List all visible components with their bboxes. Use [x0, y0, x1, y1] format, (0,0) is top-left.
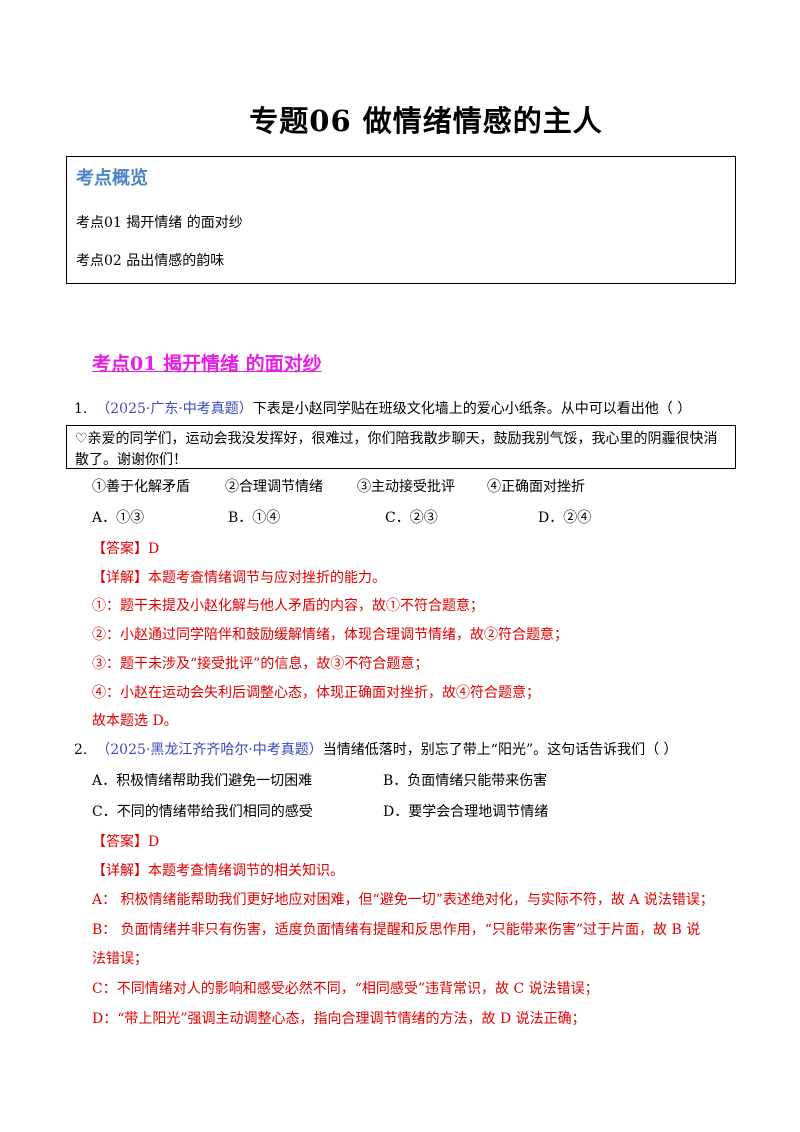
question-number: 1. — [74, 401, 88, 417]
conclusion: 故本题选 D。 — [92, 713, 178, 729]
question-2: 2. （2025·黑龙江齐齐哈尔·中考真题）当情绪低落时，别忘了带上“阳光”。这… — [74, 739, 678, 759]
quote-line: 散了。谢谢你们！ — [75, 452, 187, 468]
question-source: （2025·广东·中考真题） — [96, 401, 253, 417]
detail: 【详解】本题考查情绪调节的相关知识。 — [92, 863, 344, 879]
analysis-line: ③：题干未涉及“接受批评”的信息，故③不符合题意； — [92, 656, 429, 672]
option-d: D．②④ — [538, 510, 592, 526]
answer: 【答案】D — [92, 541, 160, 557]
detail: 【详解】本题考查情绪调节与应对挫折的能力。 — [92, 570, 386, 586]
option-c: C．不同的情绪带给我们相同的感受 — [92, 804, 313, 820]
statement-4: ④正确面对挫折 — [487, 479, 585, 495]
analysis-line: A： 积极情绪能帮助我们更好地应对困难，但“避免一切”表述绝对化，与实际不符，故… — [92, 892, 714, 908]
overview-box: 考点概览 考点01 揭开情绪 的面对纱 考点02 品出情感的韵味 — [66, 156, 736, 284]
statement-2: ②合理调节情绪 — [225, 479, 323, 495]
overview-item-1: 考点01 揭开情绪 的面对纱 — [76, 215, 243, 231]
option-c: C．②③ — [385, 510, 438, 526]
option-d: D．要学会合理地调节情绪 — [383, 804, 549, 820]
question-number: 2. — [74, 742, 88, 758]
question-stem: 当情绪低落时，别忘了带上“阳光”。这句话告诉我们（ ） — [322, 742, 678, 758]
analysis-line: ①：题干未提及小赵化解与他人矛盾的内容，故①不符合题意； — [92, 598, 484, 614]
option-b: B．①④ — [228, 510, 281, 526]
page-title: 专题06 做情绪情感的主人 — [249, 104, 603, 138]
option-a: A．①③ — [92, 510, 145, 526]
overview-heading: 考点概览 — [76, 168, 148, 189]
statement-1: ①善于化解矛盾 — [92, 479, 190, 495]
analysis-line: C：不同情绪对人的影响和感受必然不同，“相同感受”违背常识，故 C 说法错误； — [92, 981, 599, 997]
answer: 【答案】D — [92, 834, 160, 850]
analysis-line: D：“带上阳光”强调主动调整心态，指向合理调节情绪的方法，故 D 说法正确； — [92, 1011, 586, 1027]
quote-line: ♡亲爱的同学们，运动会我没发挥好，很难过，你们陪我散步聊天，鼓励我别气馁，我心里… — [75, 431, 718, 447]
question-source: （2025·黑龙江齐齐哈尔·中考真题） — [96, 742, 323, 758]
option-a: A．积极情绪帮助我们避免一切困难 — [92, 773, 313, 789]
question-stem: 下表是小赵同学贴在班级文化墙上的爱心小纸条。从中可以看出他（ ） — [252, 401, 692, 417]
section-heading: 考点01 揭开情绪 的面对纱 — [92, 353, 322, 375]
overview-item-2: 考点02 品出情感的韵味 — [76, 253, 225, 269]
quote-box: ♡亲爱的同学们，运动会我没发挥好，很难过，你们陪我散步聊天，鼓励我别气馁，我心里… — [66, 425, 736, 469]
analysis-line: ②：小赵通过同学陪伴和鼓励缓解情绪，体现合理调节情绪，故②符合题意； — [92, 627, 568, 643]
analysis-line: B： 负面情绪并非只有伤害，适度负面情绪有提醒和反思作用，“只能带来伤害”过于片… — [92, 922, 701, 938]
question-1: 1. （2025·广东·中考真题）下表是小赵同学贴在班级文化墙上的爱心小纸条。从… — [74, 398, 691, 418]
option-b: B．负面情绪只能带来伤害 — [383, 773, 548, 789]
analysis-line: 法错误； — [92, 951, 148, 967]
analysis-line: ④：小赵在运动会失利后调整心态，体现正确面对挫折，故④符合题意； — [92, 685, 540, 701]
statement-3: ③主动接受批评 — [357, 479, 455, 495]
